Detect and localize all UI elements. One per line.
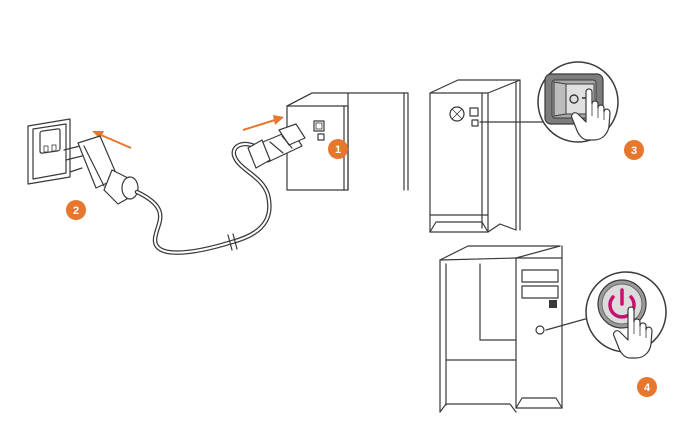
step-badge-1: 1 [328,139,348,159]
step-number: 3 [631,145,637,157]
step-badge-3: 3 [624,140,644,160]
step-number: 1 [335,144,341,156]
pc-case-icon [439,245,597,413]
psu-fan-icon [449,106,479,127]
pc-case-icon [429,79,549,233]
pc-case-icon [286,92,409,191]
step-badge-2: 2 [66,200,86,220]
iec-connector-icon [247,123,306,169]
step-number: 4 [644,382,651,394]
step-badge-4: 4 [637,377,657,397]
rocker-switch-zoom [537,61,619,143]
power-plug-icon [63,135,139,205]
insert-direction-arrow-icon [242,115,284,131]
power-button-zoom [585,271,667,359]
psu-fan-icon [313,120,325,141]
hand-pointer-icon [570,88,611,141]
step-number: 2 [73,205,79,217]
hand-pointer-icon [612,306,653,359]
wall-outlet-icon [27,118,71,185]
